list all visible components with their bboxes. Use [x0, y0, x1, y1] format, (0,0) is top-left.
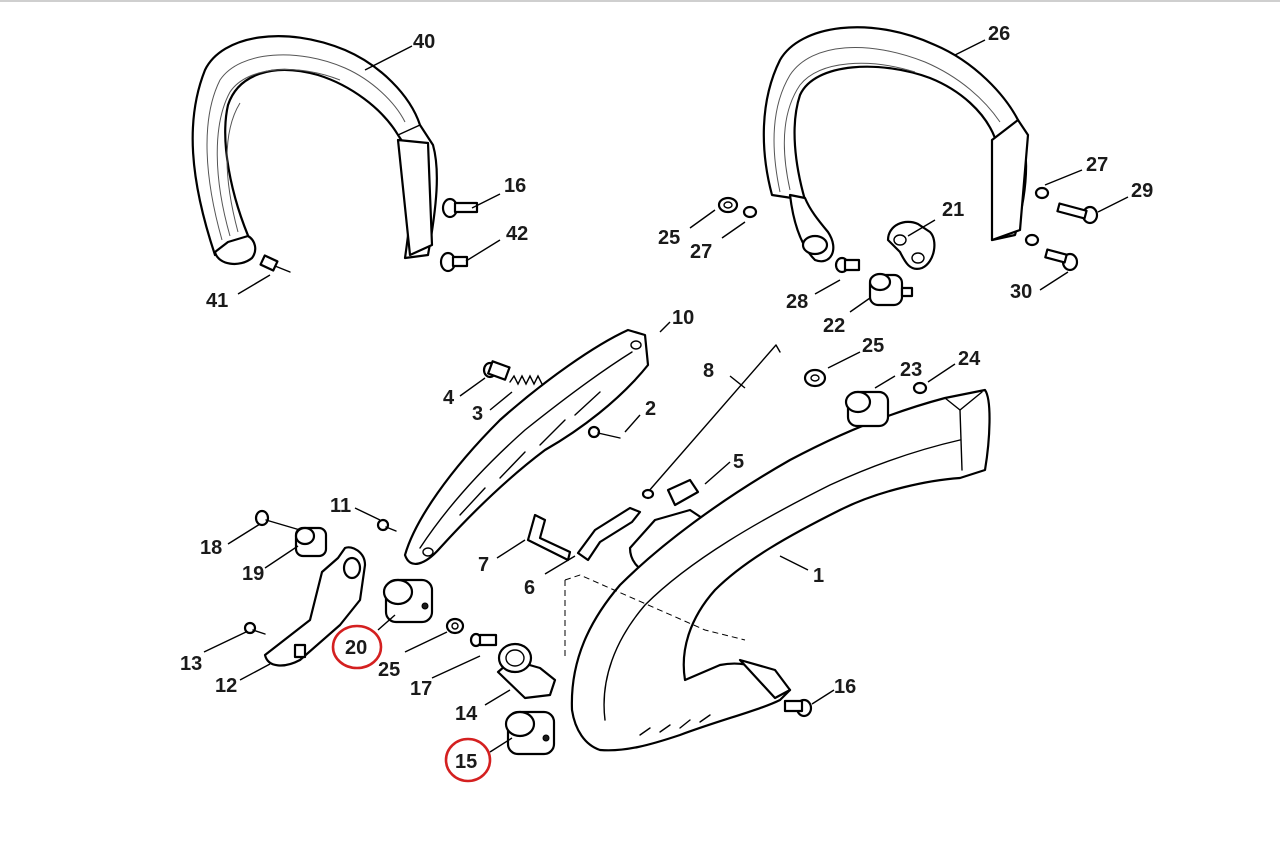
screw-2 [587, 425, 621, 439]
part-10-molding [403, 328, 650, 565]
label-40: 40 [413, 31, 435, 53]
nut-25-top [717, 196, 739, 214]
part-1-rear-handle [570, 388, 991, 752]
buffer-23 [844, 390, 890, 428]
label-13: 13 [180, 653, 202, 675]
label-16-top: 16 [504, 175, 526, 197]
buffer-19 [294, 526, 328, 558]
buffer-22 [868, 272, 914, 307]
part-7-clip [526, 513, 572, 562]
top-border [0, 0, 1280, 2]
label-12: 12 [215, 675, 237, 697]
label-26: 26 [988, 23, 1010, 45]
washer-30-small [1024, 233, 1040, 247]
label-16-bottom: 16 [834, 676, 856, 698]
label-21: 21 [942, 199, 964, 221]
label-4: 4 [443, 387, 455, 409]
part-26-handlebar-right [762, 26, 1030, 263]
label-14: 14 [455, 703, 478, 725]
label-6: 6 [524, 577, 535, 599]
part-8-rod [641, 344, 781, 500]
label-20: 20 [345, 637, 367, 659]
screw-42 [439, 251, 469, 273]
buffer-15 [504, 710, 556, 756]
label-19: 19 [242, 563, 264, 585]
callout-labels: 40 41 16 42 26 27 29 30 25 27 21 28 22 1… [180, 23, 1153, 773]
label-41: 41 [206, 290, 228, 312]
part-12-bracket [263, 546, 367, 667]
highlight-circle-15 [444, 737, 492, 783]
washer-24 [912, 381, 928, 395]
label-22: 22 [823, 315, 845, 337]
washer-27-right [1034, 186, 1050, 200]
pin-4 [482, 360, 511, 381]
label-1: 1 [813, 565, 824, 587]
label-8: 8 [703, 360, 714, 382]
label-10: 10 [672, 307, 694, 329]
leader-lines [203, 39, 1129, 753]
label-11: 11 [330, 495, 351, 517]
label-29: 29 [1131, 180, 1153, 202]
label-27-right: 27 [1086, 154, 1108, 176]
screw-11 [376, 518, 397, 532]
part-40-handlebar-left [191, 35, 438, 266]
label-24: 24 [958, 348, 981, 370]
screw-29 [1056, 202, 1099, 225]
label-42: 42 [506, 223, 528, 245]
label-25-bottom: 25 [378, 659, 400, 681]
dashed-line-1 [564, 574, 746, 641]
label-3: 3 [472, 403, 483, 425]
washer-27-left [742, 205, 758, 219]
label-27-left: 27 [690, 241, 712, 263]
bracket-21 [886, 220, 936, 270]
part-14-bracket [496, 642, 557, 700]
screw-18 [254, 509, 301, 531]
screw-41 [259, 254, 291, 273]
label-17: 17 [410, 678, 432, 700]
label-28: 28 [786, 291, 808, 313]
label-25-right: 25 [862, 335, 884, 357]
screw-17 [469, 632, 498, 648]
screw-28 [834, 256, 861, 274]
screw-16-bottom [783, 698, 813, 718]
label-18: 18 [200, 537, 222, 559]
spring-3 [509, 374, 543, 386]
label-25-top: 25 [658, 227, 680, 249]
screw-13 [243, 621, 266, 635]
screw-30 [1044, 248, 1079, 272]
label-23: 23 [900, 359, 922, 381]
label-30: 30 [1010, 281, 1032, 303]
nut-25-right [803, 368, 827, 388]
nut-25-bottom [445, 617, 465, 635]
label-15: 15 [455, 751, 477, 773]
screw-16-top [441, 197, 479, 219]
buffer-20 [382, 578, 434, 624]
label-7: 7 [478, 554, 489, 576]
label-5: 5 [733, 451, 744, 473]
highlight-circle-20 [331, 624, 383, 670]
part-6-lever [576, 506, 642, 562]
label-2: 2 [645, 398, 656, 420]
